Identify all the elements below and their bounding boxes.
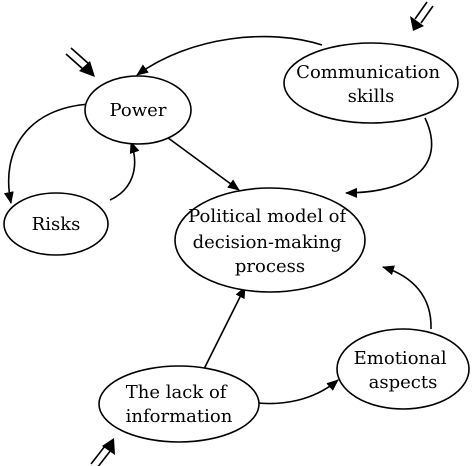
input-arrow-power-icon	[65, 47, 95, 77]
input-arrow-communication-icon	[410, 1, 434, 31]
edge-risks-to-power	[109, 141, 140, 201]
edge-emotional-to-political	[382, 265, 432, 330]
node-political-label: Political model of decision-making proce…	[188, 206, 352, 277]
node-emotional: Emotional aspects	[336, 328, 470, 410]
edge-communication-to-political	[345, 117, 433, 198]
node-lack: The lack of information	[98, 365, 260, 443]
node-power-label: Power	[110, 100, 167, 121]
edge-communication-to-power	[136, 35, 323, 76]
node-communication-label: Communication skills	[296, 62, 446, 107]
node-communication: Communication skills	[283, 42, 459, 124]
node-risks-label: Risks	[32, 214, 81, 235]
node-power: Power	[84, 75, 192, 145]
edge-power-to-risks	[3, 103, 91, 204]
input-arrow-lack-icon	[90, 438, 115, 466]
edge-power-to-political	[159, 131, 240, 191]
node-political: Political model of decision-making proce…	[174, 187, 366, 293]
edge-lack-to-political	[202, 286, 246, 372]
node-emotional-label: Emotional aspects	[354, 348, 453, 393]
node-risks: Risks	[3, 192, 109, 256]
node-lack-label: The lack of information	[126, 382, 233, 427]
edge-lack-to-emotional	[257, 379, 339, 405]
